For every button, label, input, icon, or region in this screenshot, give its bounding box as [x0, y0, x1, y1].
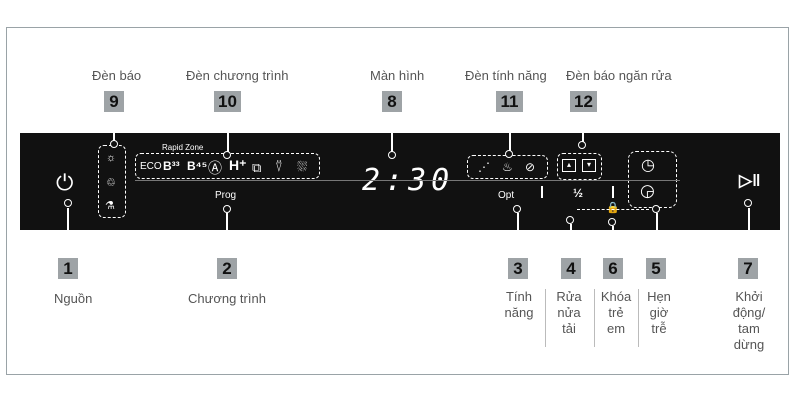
leader-10	[227, 112, 229, 155]
label-den-bao: Đèn báo	[92, 68, 142, 83]
badge-5: 5	[646, 258, 666, 279]
separator-left	[541, 186, 543, 198]
water-tap-icon: ⚗	[105, 200, 115, 212]
leader-2	[226, 213, 228, 258]
sun-icon: ☼	[106, 152, 117, 164]
badge-3: 3	[508, 258, 528, 279]
leader-11	[509, 112, 511, 152]
label-den-tinh-nang: Đèn tính năng	[465, 68, 547, 83]
lower-basket-icon: ▾	[582, 159, 596, 172]
program-b45: B⁴⁵	[187, 159, 208, 173]
leader-6	[612, 226, 614, 258]
leader-3	[517, 213, 519, 258]
rinse-icon: ♲	[106, 177, 116, 189]
half-load-icon: ½	[573, 186, 584, 200]
rapid-zone-label: Rapid Zone	[162, 143, 204, 152]
leader-9	[113, 112, 115, 144]
indicator-dot-12	[578, 141, 586, 149]
label-den-bao-ngan-rua: Đèn báo ngăn rửa	[566, 68, 672, 83]
prog-button-dot[interactable]	[223, 205, 231, 213]
start-button-dot[interactable]	[744, 199, 752, 207]
opt-button-dot[interactable]	[513, 205, 521, 213]
rinse-hold-icon: ⍢	[275, 159, 283, 174]
delay-clock-icon[interactable]: ◶	[640, 181, 655, 200]
upper-basket-icon: ▴	[562, 159, 576, 172]
leader-8	[391, 112, 393, 155]
program-b33: B³³	[163, 159, 180, 173]
label-den-chuong-trinh: Đèn chương trình	[186, 68, 289, 83]
badge-1: 1	[58, 258, 78, 279]
play-pause-icon[interactable]: ▷‖	[739, 171, 761, 190]
opt-button-label: Opt	[498, 190, 515, 201]
badge-2: 2	[217, 258, 237, 279]
half-load-dot[interactable]	[566, 216, 574, 224]
indicator-dot-9	[110, 140, 118, 148]
leader-5	[656, 213, 658, 258]
badge-7: 7	[738, 258, 758, 279]
lock-dashed-line	[577, 209, 649, 211]
power-icon[interactable]: ⏻	[56, 170, 74, 195]
fast-icon: ⊘	[525, 160, 536, 174]
leader-7	[748, 208, 750, 258]
badge-11: 11	[496, 91, 523, 112]
panel-line	[135, 180, 680, 181]
separator-right	[612, 186, 614, 198]
leader-4	[570, 224, 572, 258]
power-button-dot[interactable]	[64, 199, 72, 207]
indicator-dot-11	[505, 150, 513, 158]
clock-icon: ◷	[641, 157, 655, 174]
label-chuong-trinh: Chương trình	[188, 291, 266, 306]
badge-6: 6	[603, 258, 623, 279]
extra-dry-icon: ⋰	[478, 160, 490, 174]
leader-12	[582, 112, 584, 145]
basket-lights-box	[557, 153, 602, 180]
leader-1	[67, 208, 69, 258]
badge-12: 12	[570, 91, 597, 112]
program-auto: Ⓐ	[208, 160, 222, 176]
label-man-hinh: Màn hình	[370, 68, 425, 83]
badge-4: 4	[561, 258, 581, 279]
lock-icon: 🔒	[606, 202, 620, 214]
delay-button-dot[interactable]	[652, 205, 660, 213]
prog-button-label: Prog	[215, 190, 237, 201]
label-nguon: Nguồn	[54, 291, 93, 306]
indicator-dot-10	[223, 151, 231, 159]
hygiene-icon: ♨	[502, 160, 513, 174]
separator-3-4	[545, 289, 546, 347]
program-h-plus: H⁺	[229, 157, 247, 173]
badge-10: 10	[214, 91, 241, 112]
shower-icon: ⛆	[297, 159, 308, 174]
program-eco: ECO	[140, 161, 162, 172]
control-panel	[20, 133, 780, 230]
child-lock-dot[interactable]	[608, 218, 616, 226]
diagram-frame	[6, 27, 789, 375]
indicator-dot-8	[388, 151, 396, 159]
glass-wash-icon: ⧉	[252, 160, 262, 175]
badge-8: 8	[382, 91, 402, 112]
badge-9: 9	[104, 91, 124, 112]
separator-4-6	[594, 289, 595, 347]
separator-6-5	[638, 289, 639, 347]
